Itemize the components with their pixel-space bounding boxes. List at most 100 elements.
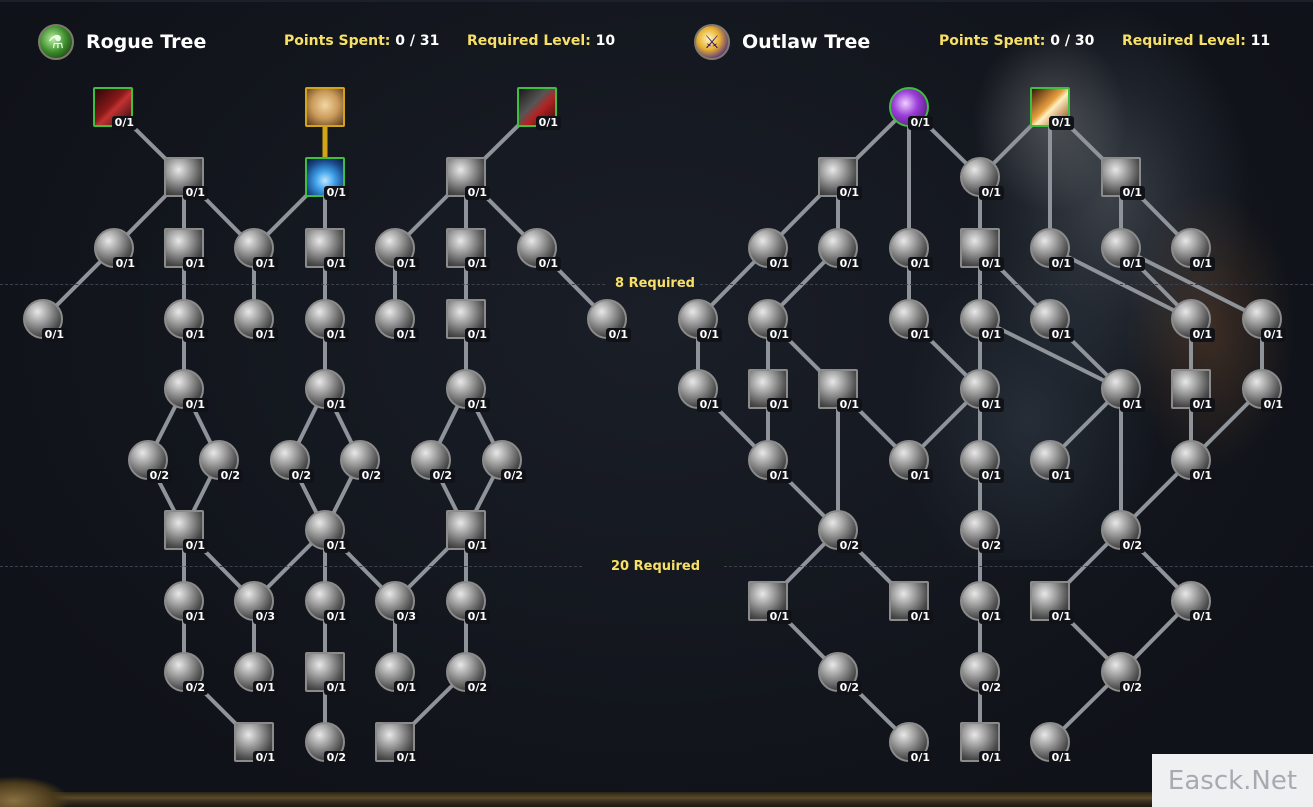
outlaw-talent-node[interactable]: 0/1: [960, 722, 1004, 765]
outlaw-talent-node[interactable]: 0/1: [960, 369, 1004, 412]
outlaw-talent-node[interactable]: 0/1: [748, 299, 792, 342]
rogue-talent-node[interactable]: 0/1: [375, 722, 419, 765]
rogue-talent-node[interactable]: 0/1: [305, 157, 349, 200]
talent-rank-badge: 0/1: [464, 610, 490, 624]
outlaw-talent-node[interactable]: 0/2: [818, 652, 862, 695]
outlaw-talent-node[interactable]: 0/1: [1242, 299, 1286, 342]
rogue-talent-node[interactable]: 0/3: [375, 581, 419, 624]
watermark: Easck.Net: [1152, 754, 1313, 807]
rogue-talent-node[interactable]: 0/1: [164, 369, 208, 412]
rogue-talent-node[interactable]: 0/2: [270, 440, 314, 483]
rogue-talent-node[interactable]: 0/1: [446, 299, 490, 342]
rogue-talent-node[interactable]: 0/1: [305, 369, 349, 412]
outlaw-talent-node[interactable]: 0/2: [960, 510, 1004, 553]
rogue-talent-node[interactable]: 0/1: [234, 299, 278, 342]
talent-rank-badge: 0/2: [500, 469, 526, 483]
outlaw-talent-node[interactable]: 0/1: [1242, 369, 1286, 412]
rogue-talent-node[interactable]: 0/1: [446, 157, 490, 200]
outlaw-talent-node[interactable]: 0/1: [960, 581, 1004, 624]
rogue-talent-node[interactable]: 0/2: [128, 440, 172, 483]
outlaw-talent-node[interactable]: 0/1: [889, 440, 933, 483]
rogue-talent-node[interactable]: 0/3: [234, 581, 278, 624]
outlaw-talent-node[interactable]: 0/1: [748, 440, 792, 483]
outlaw-talent-node[interactable]: 0/1: [1030, 228, 1074, 271]
rogue-talent-node[interactable]: 0/1: [446, 369, 490, 412]
outlaw-talent-node[interactable]: 0/1: [1171, 440, 1215, 483]
rogue-talent-node[interactable]: 0/2: [446, 652, 490, 695]
rogue-talent-node[interactable]: 0/1: [234, 652, 278, 695]
rogue-talent-node[interactable]: 0/1: [375, 228, 419, 271]
rogue-talent-node[interactable]: 0/1: [305, 652, 349, 695]
rogue-talent-node[interactable]: [305, 87, 345, 127]
outlaw-talent-node[interactable]: 0/1: [748, 369, 792, 412]
rogue-talent-node[interactable]: 0/1: [164, 157, 208, 200]
outlaw-talent-node[interactable]: 0/2: [960, 652, 1004, 695]
rogue-talent-node[interactable]: 0/1: [305, 299, 349, 342]
outlaw-talent-node[interactable]: 0/1: [1030, 581, 1074, 624]
outlaw-talent-node[interactable]: 0/1: [818, 369, 862, 412]
outlaw-talent-node[interactable]: 0/1: [1030, 87, 1074, 130]
rogue-talent-node[interactable]: 0/1: [517, 87, 561, 130]
rogue-talent-node[interactable]: 0/1: [305, 510, 349, 553]
rogue-talent-node[interactable]: 0/1: [375, 299, 419, 342]
outlaw-talent-node[interactable]: 0/1: [1171, 581, 1215, 624]
outlaw-talent-node[interactable]: 0/1: [748, 581, 792, 624]
outlaw-talent-node[interactable]: 0/1: [1171, 369, 1215, 412]
talent-rank-badge: 0/1: [766, 257, 792, 271]
talent-rank-badge: 0/1: [323, 257, 349, 271]
rogue-talent-node[interactable]: 0/2: [411, 440, 455, 483]
rogue-talent-node[interactable]: 0/1: [234, 722, 278, 765]
rogue-talent-node[interactable]: 0/1: [23, 299, 67, 342]
talent-rank-badge: 0/1: [464, 328, 490, 342]
outlaw-talent-node[interactable]: 0/1: [1030, 722, 1074, 765]
outlaw-talent-node[interactable]: 0/2: [1101, 652, 1145, 695]
rogue-talent-node[interactable]: 0/1: [446, 510, 490, 553]
outlaw-talent-node[interactable]: 0/1: [818, 157, 862, 200]
outlaw-talent-node[interactable]: 0/1: [1101, 157, 1145, 200]
rogue-talent-node[interactable]: 0/1: [164, 228, 208, 271]
rogue-talent-node[interactable]: 0/2: [340, 440, 384, 483]
outlaw-talent-node[interactable]: 0/1: [960, 157, 1004, 200]
rogue-talent-node[interactable]: 0/1: [164, 299, 208, 342]
outlaw-talent-node[interactable]: 0/1: [818, 228, 862, 271]
outlaw-talent-node[interactable]: 0/1: [678, 299, 722, 342]
rogue-talent-node[interactable]: 0/2: [164, 652, 208, 695]
outlaw-talent-node[interactable]: 0/1: [889, 87, 933, 130]
outlaw-talent-node[interactable]: 0/1: [889, 228, 933, 271]
rogue-talent-node[interactable]: 0/1: [93, 87, 137, 130]
outlaw-talent-node[interactable]: 0/2: [818, 510, 862, 553]
outlaw-talent-node[interactable]: 0/1: [1101, 228, 1145, 271]
talent-rank-badge: 0/1: [464, 398, 490, 412]
outlaw-talent-node[interactable]: 0/1: [1030, 440, 1074, 483]
rogue-talent-node[interactable]: 0/2: [482, 440, 526, 483]
outlaw-talent-node[interactable]: 0/1: [748, 228, 792, 271]
outlaw-talent-node[interactable]: 0/1: [1101, 369, 1145, 412]
outlaw-talent-node[interactable]: 0/1: [678, 369, 722, 412]
rogue-talent-node[interactable]: 0/1: [164, 510, 208, 553]
outlaw-talent-node[interactable]: 0/1: [889, 299, 933, 342]
outlaw-talent-node[interactable]: 0/1: [960, 299, 1004, 342]
rogue-talent-node[interactable]: 0/2: [305, 722, 349, 765]
outlaw-talent-node[interactable]: 0/1: [889, 722, 933, 765]
outlaw-talent-node[interactable]: 0/1: [1171, 299, 1215, 342]
rogue-talent-node[interactable]: 0/1: [446, 581, 490, 624]
rogue-talent-node[interactable]: 0/1: [587, 299, 631, 342]
rogue-class-icon: ⚗: [38, 24, 74, 60]
rogue-talent-node[interactable]: 0/1: [375, 652, 419, 695]
outlaw-talent-node[interactable]: 0/1: [889, 581, 933, 624]
talent-rank-badge: 0/1: [182, 186, 208, 200]
rogue-talent-node[interactable]: 0/1: [446, 228, 490, 271]
outlaw-talent-node[interactable]: 0/1: [960, 440, 1004, 483]
rogue-talent-node[interactable]: 0/1: [234, 228, 278, 271]
outlaw-talent-node[interactable]: 0/1: [1171, 228, 1215, 271]
rogue-talent-node[interactable]: 0/1: [164, 581, 208, 624]
rogue-talent-node[interactable]: 0/1: [305, 581, 349, 624]
outlaw-talent-node[interactable]: 0/1: [960, 228, 1004, 271]
talent-rank-badge: 0/1: [41, 328, 67, 342]
outlaw-talent-node[interactable]: 0/2: [1101, 510, 1145, 553]
rogue-talent-node[interactable]: 0/1: [517, 228, 561, 271]
rogue-talent-node[interactable]: 0/1: [94, 228, 138, 271]
outlaw-talent-node[interactable]: 0/1: [1030, 299, 1074, 342]
rogue-talent-node[interactable]: 0/1: [305, 228, 349, 271]
rogue-talent-node[interactable]: 0/2: [199, 440, 243, 483]
